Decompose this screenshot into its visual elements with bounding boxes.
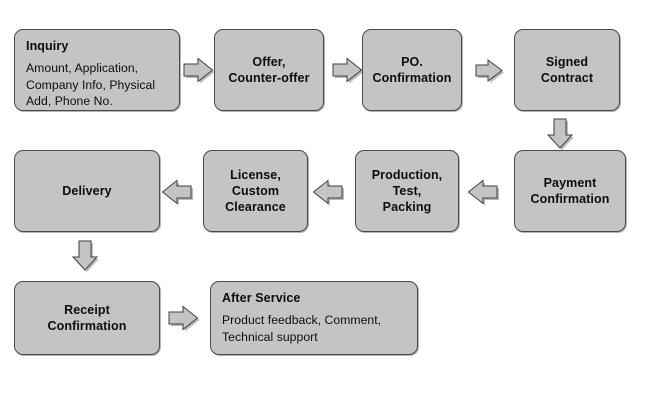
node-delivery-title: Delivery xyxy=(62,184,112,198)
connector-payment-to-production xyxy=(466,177,500,207)
node-inquiry-title: Inquiry xyxy=(26,39,69,53)
connector-inquiry-to-offer xyxy=(181,55,215,85)
node-payment-confirmation[interactable]: Payment Confirmation xyxy=(514,150,626,232)
connector-production-to-license xyxy=(311,177,345,207)
node-signed-contract-title: Signed Contract xyxy=(540,55,594,85)
node-offer-title: Offer, Counter-offer xyxy=(228,55,310,85)
node-inquiry-body: Amount, Application, Company Info, Physi… xyxy=(26,61,156,108)
node-production-test-packing[interactable]: Production, Test, Packing xyxy=(355,150,459,232)
node-inquiry[interactable]: Inquiry Amount, Application, Company Inf… xyxy=(14,29,180,111)
node-po-confirmation[interactable]: PO. Confirmation xyxy=(362,29,462,111)
connector-po-to-signed-contract xyxy=(473,57,505,84)
node-signed-contract[interactable]: Signed Contract xyxy=(514,29,620,111)
connector-offer-to-po xyxy=(330,55,364,85)
connector-license-to-delivery xyxy=(160,177,194,207)
node-payment-confirmation-title: Payment Confirmation xyxy=(530,176,610,206)
node-delivery[interactable]: Delivery xyxy=(14,150,160,232)
node-receipt-confirmation[interactable]: Receipt Confirmation xyxy=(14,281,160,355)
node-license-custom-clearance[interactable]: License, Custom Clearance xyxy=(203,150,308,232)
node-po-confirmation-title: PO. Confirmation xyxy=(372,55,452,85)
connector-receipt-to-after-service xyxy=(166,303,200,333)
node-receipt-confirmation-title: Receipt Confirmation xyxy=(47,303,127,333)
node-production-test-packing-title: Production, Test, Packing xyxy=(371,168,443,214)
connector-delivery-to-receipt xyxy=(70,239,102,273)
node-offer[interactable]: Offer, Counter-offer xyxy=(214,29,324,111)
node-after-service[interactable]: After Service Product feedback, Comment,… xyxy=(210,281,418,355)
node-license-custom-clearance-title: License, Custom Clearance xyxy=(225,168,286,214)
node-after-service-body: Product feedback, Comment, Technical sup… xyxy=(222,313,382,344)
node-after-service-title: After Service xyxy=(222,291,301,305)
connector-signed-contract-to-payment xyxy=(545,117,577,151)
